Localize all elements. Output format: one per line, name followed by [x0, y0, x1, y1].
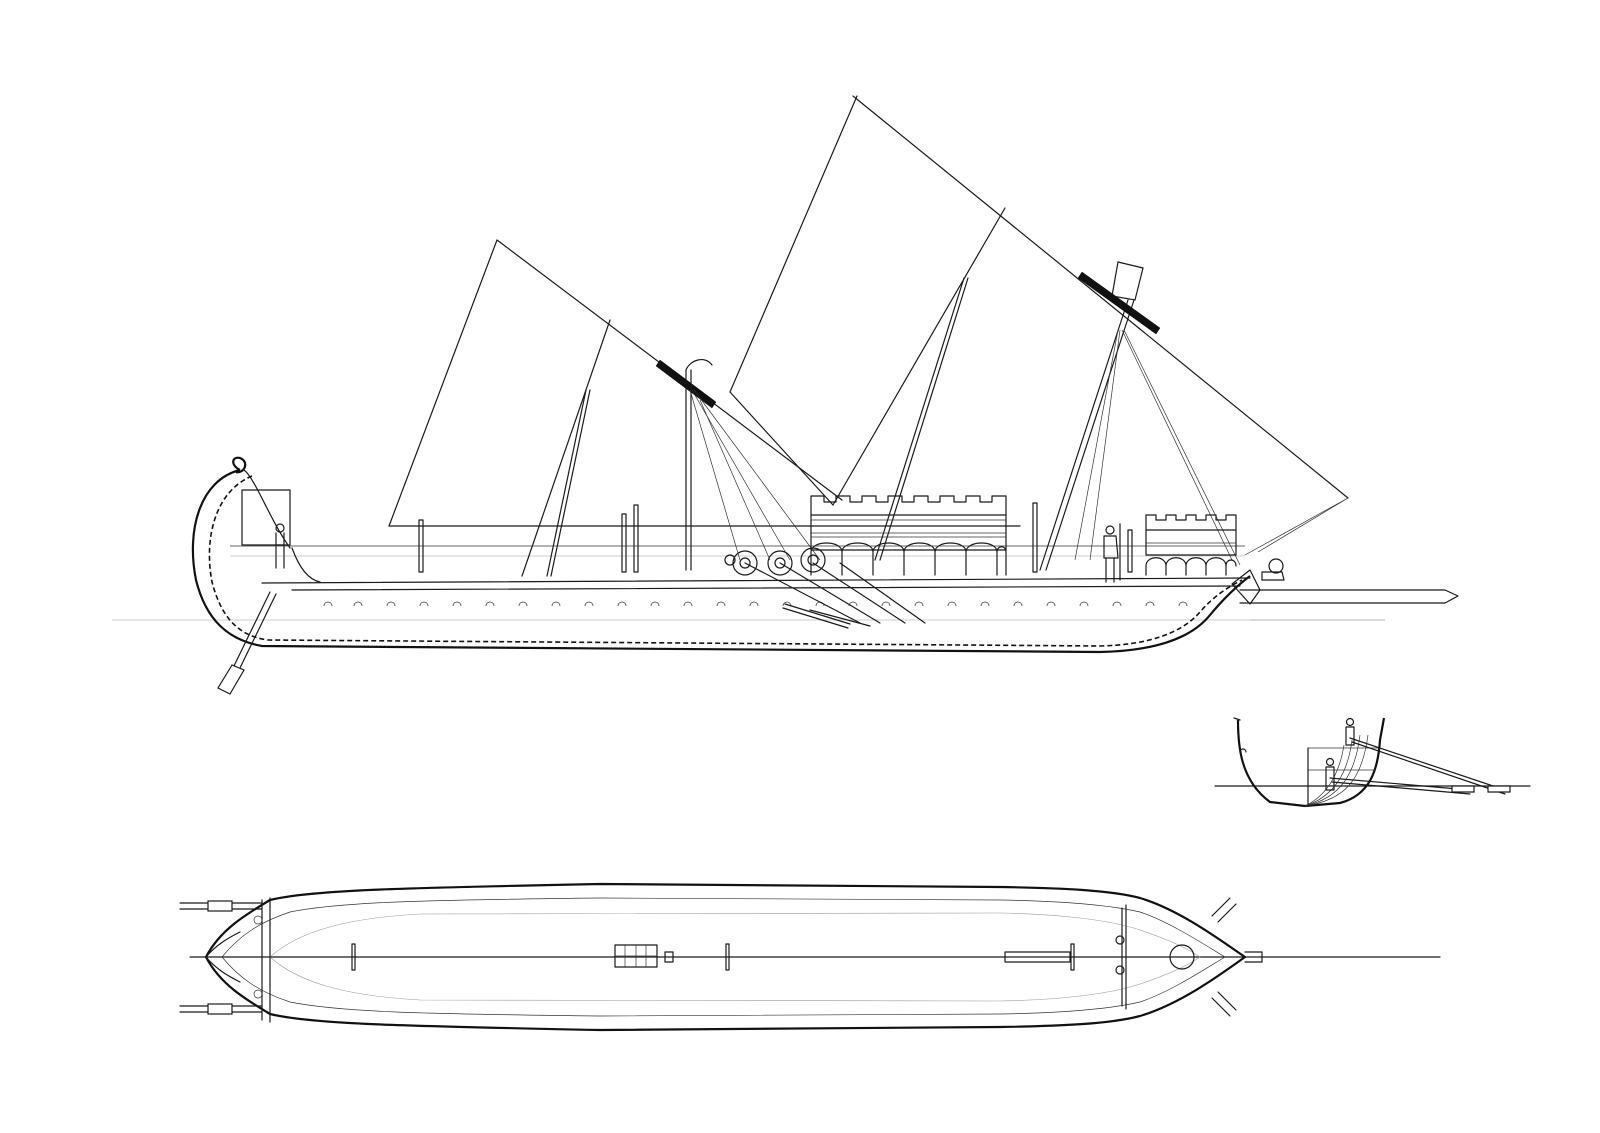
- fore-sail: [388, 239, 1021, 577]
- plan-yard: [1004, 951, 1071, 963]
- plan-hull: [204, 882, 1247, 1032]
- stern-cabin: [241, 489, 291, 546]
- plan-post: [1070, 943, 1075, 971]
- fore-masthead: [685, 358, 713, 371]
- helmsman-figure: [275, 523, 285, 569]
- anchors: [744, 562, 926, 629]
- soldier-figure: [1103, 523, 1121, 583]
- main-sail: [729, 95, 1349, 571]
- plan-post: [725, 943, 730, 971]
- plan-mast-step: [1169, 944, 1195, 970]
- capstans: [724, 547, 826, 576]
- main-yard: [852, 95, 1349, 499]
- forward-tower: [810, 495, 1007, 576]
- main-yard-bindings: [1077, 271, 1161, 335]
- plan-view: [179, 882, 1441, 1032]
- side-elevation: [112, 95, 1459, 695]
- plan-cathead: [1211, 991, 1237, 1017]
- plan-post: [351, 943, 356, 971]
- steering-oar: [217, 591, 277, 695]
- main-mast: [1039, 299, 1129, 571]
- ram: [1231, 569, 1459, 621]
- hull: [191, 456, 1251, 654]
- oar-ports: [323, 601, 1188, 607]
- plan-ram: [1244, 951, 1263, 963]
- plan-hatch: [614, 944, 674, 968]
- plan-cathead: [1211, 897, 1237, 923]
- deck-posts: [230, 502, 1245, 573]
- main-masthead: [1111, 261, 1144, 301]
- cross-section: [1214, 717, 1531, 808]
- aft-tower: [1145, 514, 1237, 576]
- bow-figurehead: [1261, 558, 1285, 581]
- plan-steering-oars: [179, 897, 271, 1023]
